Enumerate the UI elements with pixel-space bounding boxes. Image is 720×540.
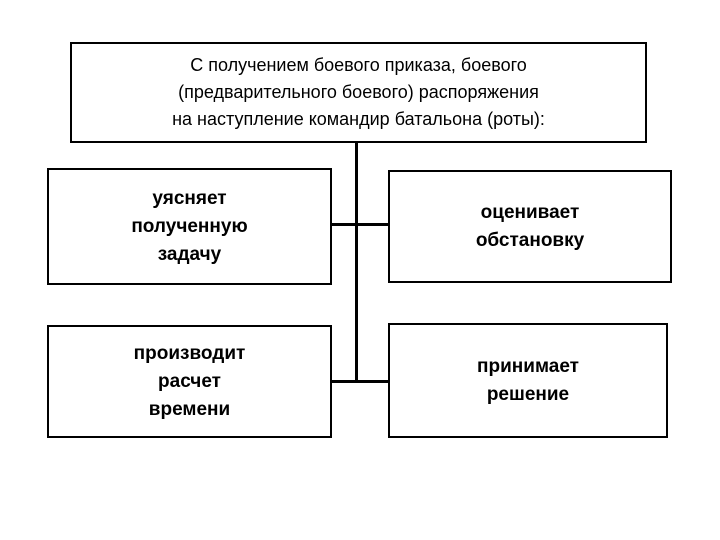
connector-vertical-trunk bbox=[355, 143, 358, 383]
connector-row1-horizontal bbox=[332, 223, 388, 226]
header-box: С получением боевого приказа, боевого(пр… bbox=[70, 42, 647, 143]
connector-row2-horizontal bbox=[332, 380, 388, 383]
